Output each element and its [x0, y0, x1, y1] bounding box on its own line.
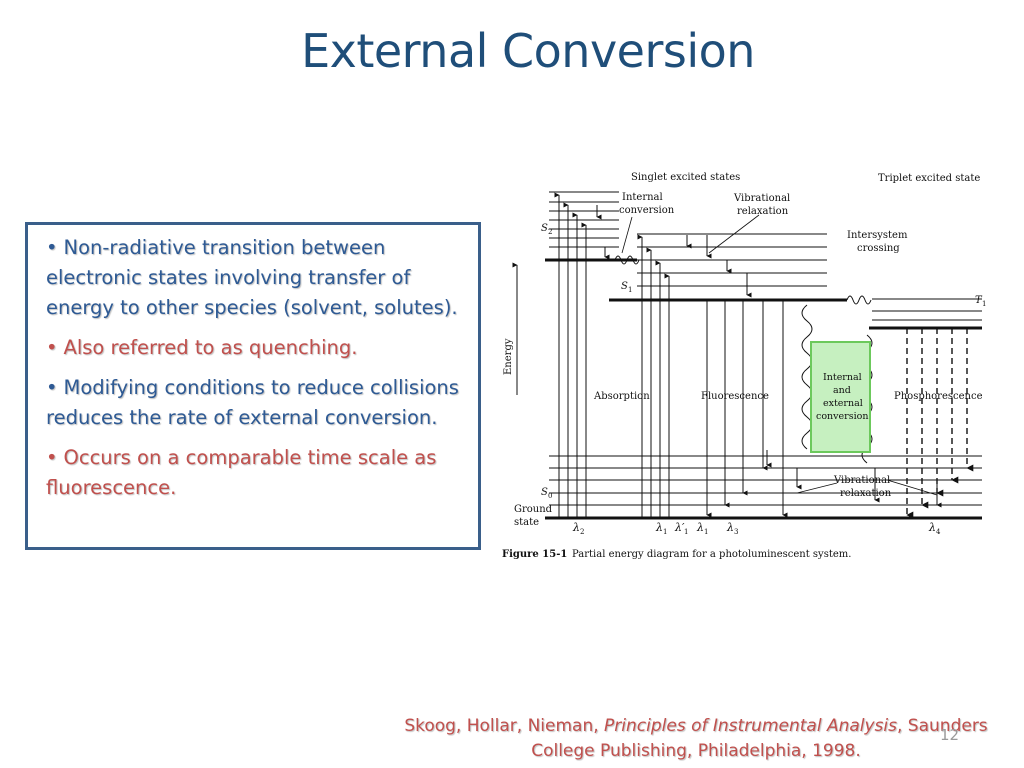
energy-diagram-figure: Singlet excited states Triplet excited s…	[497, 165, 992, 565]
internal-conversion-label: Internal	[622, 192, 663, 203]
lambda4-label: λ	[928, 521, 936, 534]
bullet-item: •Occurs on a comparable time scale as fl…	[46, 443, 472, 503]
phosphorescence-label: Phosphorescence	[894, 391, 983, 402]
t1-sub: 1	[982, 300, 986, 308]
absorption-label: Absorption	[593, 391, 650, 402]
s0-sub: 0	[548, 492, 552, 500]
citation-publisher: , Saunders College Publishing, Philadelp…	[531, 716, 988, 761]
intersystem-label: Intersystem	[847, 230, 908, 241]
citation-authors: Skoog, Hollar, Nieman,	[404, 716, 605, 736]
bullet-text: Also referred to as quenching.	[63, 336, 358, 359]
leader-lines	[621, 214, 938, 496]
ground-state-label: Ground	[514, 504, 553, 515]
s1-sub: 1	[628, 286, 632, 294]
vibrational-relaxation-label: Vibrational	[733, 193, 790, 204]
lambda1b-sub: 1	[704, 528, 708, 536]
ground-state-label-2: state	[514, 517, 539, 528]
fluorescence-label: Fluorescence	[701, 391, 769, 402]
bullet-dot-icon: •	[46, 446, 58, 469]
figure-caption-text: Partial energy diagram for a photolumine…	[572, 549, 851, 560]
lambda1b-label: λ	[696, 521, 704, 534]
s1-label: S	[621, 281, 628, 292]
bullet-dot-icon: •	[46, 376, 58, 399]
internal-external-conversion-highlight	[810, 341, 871, 453]
bullet-box: •Non-radiative transition between electr…	[25, 222, 481, 550]
singlet-label: Singlet excited states	[631, 172, 740, 183]
lambda3-sub: 3	[734, 528, 738, 536]
slide-title: External Conversion	[301, 24, 755, 78]
fluorescence-arrows	[706, 300, 788, 518]
vibrational-relaxation-label-2: relaxation	[737, 206, 789, 217]
figure-caption-number: Figure 15-1	[502, 549, 567, 560]
vib-relax-low-label: Vibrational	[833, 475, 890, 486]
bullet-text: Modifying conditions to reduce collision…	[46, 376, 459, 429]
s2-label: S	[541, 223, 548, 234]
lambda1-sub: 1	[663, 528, 667, 536]
citation-book-title: Principles of Instrumental Analysis	[604, 716, 897, 736]
bullet-dot-icon: •	[46, 336, 58, 359]
page-number: 12	[940, 726, 960, 744]
triplet-label: Triplet excited state	[878, 173, 980, 184]
bullet-text: Occurs on a comparable time scale as flu…	[46, 446, 437, 499]
bullet-item: •Non-radiative transition between electr…	[46, 233, 472, 323]
s0-label: S	[541, 487, 548, 498]
lambda1-prime-label: λ′	[674, 521, 685, 534]
intersystem-label-2: crossing	[857, 243, 900, 254]
lambda2-sub: 2	[580, 528, 584, 536]
energy-axis-label: Energy	[503, 338, 514, 375]
bullet-text: Non-radiative transition between electro…	[46, 236, 458, 319]
lambda1-label: λ	[655, 521, 663, 534]
ie-conversion-label-1: Internal	[823, 372, 862, 383]
s2-sub: 2	[548, 228, 552, 236]
citation: Skoog, Hollar, Nieman, Principles of Ins…	[376, 714, 1016, 764]
energy-diagram: Singlet excited states Triplet excited s…	[502, 172, 986, 560]
t1-label: T	[975, 295, 983, 306]
relaxation-arrows	[596, 205, 942, 508]
ie-conversion-label-3: external	[823, 398, 863, 409]
lambda1-prime-sub: 1	[684, 528, 688, 536]
internal-conversion-label-2: conversion	[619, 205, 675, 216]
bullet-item: •Modifying conditions to reduce collisio…	[46, 373, 472, 433]
vib-relax-low-label-2: relaxation	[840, 488, 892, 499]
bullet-dot-icon: •	[46, 236, 58, 259]
ie-conversion-label-4: conversion	[816, 411, 868, 422]
lambda4-sub: 4	[936, 528, 941, 536]
lambda2-label: λ	[572, 521, 580, 534]
phosphorescence-arrows	[906, 328, 974, 519]
bullet-item: •Also referred to as quenching.	[46, 333, 472, 363]
lambda3-label: λ	[726, 521, 734, 534]
ie-conversion-label-2: and	[833, 385, 851, 396]
absorption-arrows	[554, 192, 670, 518]
